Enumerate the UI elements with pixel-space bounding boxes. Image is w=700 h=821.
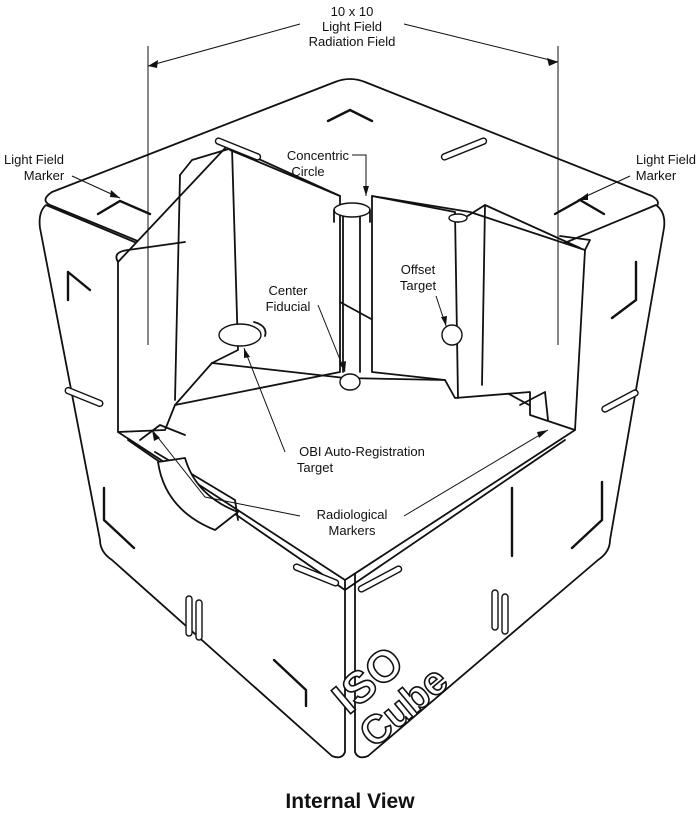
leader-lines	[71, 154, 631, 517]
label-radiological-markers-2: Markers	[329, 523, 376, 538]
face-corner-marks	[66, 260, 638, 708]
label-light-field-marker-left-2: Marker	[24, 168, 65, 183]
interior-right-wall	[371, 195, 586, 431]
label-radiological-markers-1: Radiological	[317, 507, 388, 522]
label-obi-target-2: Target	[297, 460, 334, 475]
label-light-field-marker-right-1: Light Field	[636, 152, 696, 167]
obi-auto-registration-target	[218, 323, 262, 347]
light-field-marker-left	[96, 199, 152, 216]
label-light-field: Light Field	[322, 19, 382, 34]
label-concentric-circle-1: Concentric	[287, 148, 350, 163]
label-obi-target-1: OBI Auto-Registration	[299, 444, 425, 459]
radiological-marker-cradle	[157, 457, 239, 531]
offset-target	[441, 324, 463, 346]
label-light-field-marker-right-2: Marker	[636, 168, 677, 183]
annotation-labels: 10 x 10 Light Field Radiation Field Ligh…	[4, 4, 696, 813]
radiation-field-dimension	[147, 23, 559, 345]
label-offset-target-1: Offset	[401, 262, 436, 277]
diagram-caption: Internal View	[285, 790, 415, 813]
edge-slots	[64, 137, 639, 641]
concentric-circle	[333, 202, 371, 218]
center-fiducial	[339, 373, 361, 391]
light-field-marker-top	[326, 108, 374, 123]
label-light-field-marker-left-1: Light Field	[4, 152, 64, 167]
label-center-fiducial-2: Fiducial	[266, 299, 311, 314]
label-radiation-field: Radiation Field	[309, 34, 396, 49]
label-center-fiducial-1: Center	[268, 283, 308, 298]
label-field-size: 10 x 10	[331, 4, 374, 19]
label-concentric-circle-2: Circle	[291, 164, 324, 179]
label-offset-target-2: Target	[400, 278, 437, 293]
